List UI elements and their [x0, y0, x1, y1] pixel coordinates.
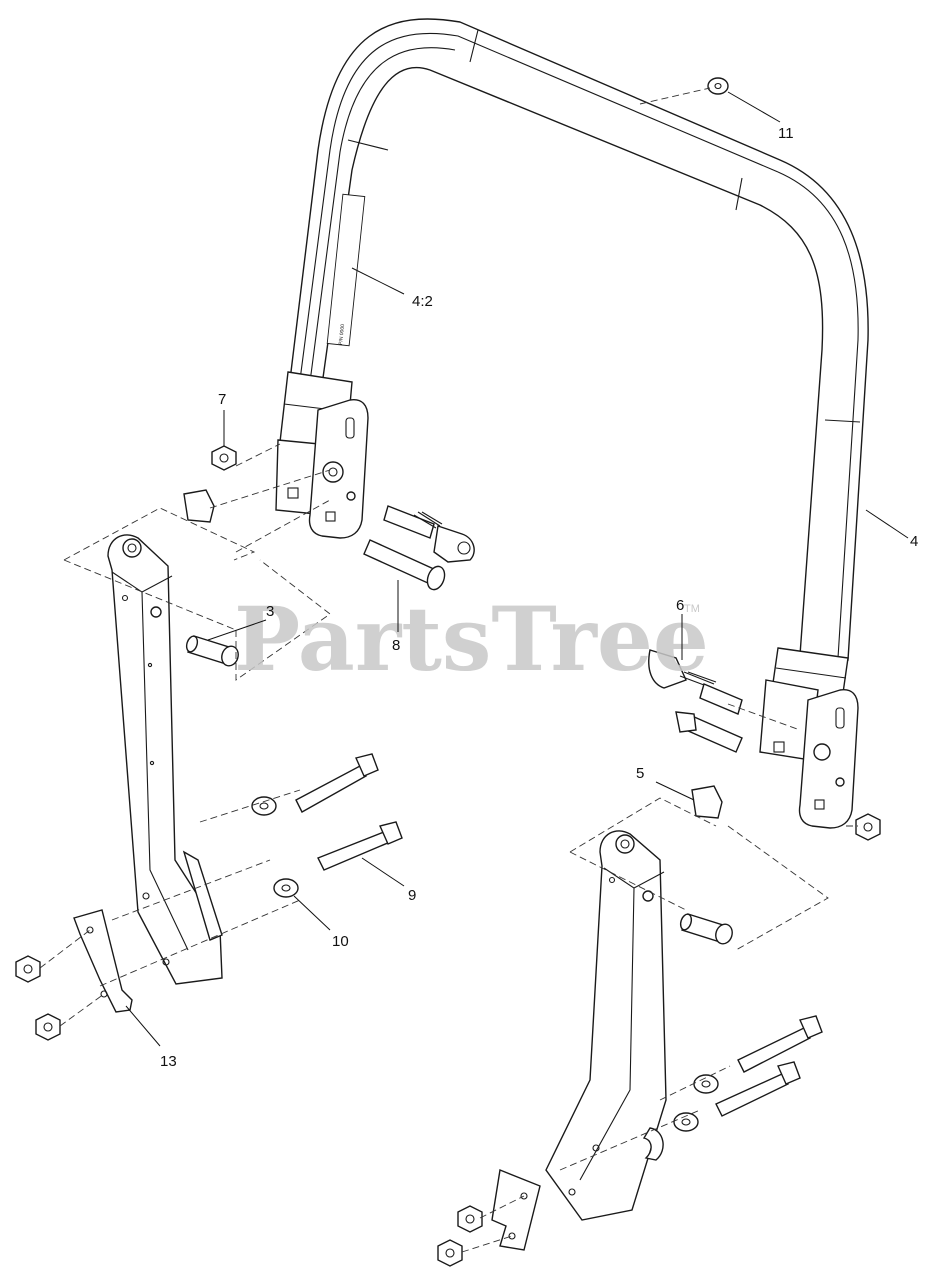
pin-right-bolt [675, 711, 743, 753]
pin-left-spring [383, 505, 475, 563]
callouts: 11 4:2 7 4 3 8 6 5 9 10 13 [160, 125, 918, 1070]
left-upright [107, 534, 223, 985]
bracket-left [73, 909, 133, 1013]
nuts [15, 445, 881, 1267]
bracket-right [491, 1169, 541, 1251]
knobs [183, 489, 723, 819]
callout-8: 8 [392, 637, 400, 654]
callout-5: 5 [636, 765, 644, 782]
callout-3: 3 [266, 603, 274, 620]
washers [251, 77, 729, 1132]
callout-10: 10 [332, 933, 349, 950]
bolts-right [715, 1015, 823, 1117]
assembly-lines [39, 87, 858, 1253]
decal-text: P/N 0000 [338, 324, 346, 346]
callout-7: 7 [218, 391, 226, 408]
roll-bar-hoop: P/N 0000 [275, 18, 869, 829]
right-upright [545, 830, 667, 1221]
watermark-trademark: TM [684, 603, 700, 615]
callout-4-2: 4:2 [412, 293, 433, 310]
pin-right-spring [648, 649, 743, 715]
watermark: PartsTree TM [234, 587, 709, 691]
callout-11: 11 [778, 125, 794, 142]
callout-4: 4 [910, 533, 918, 550]
leader-lines [125, 91, 909, 1047]
callout-9: 9 [408, 887, 416, 904]
callout-13: 13 [160, 1053, 177, 1070]
decal [326, 193, 366, 347]
spacer-right [679, 913, 733, 945]
pin-left-clevis [363, 539, 446, 591]
watermark-text: PartsTree [234, 587, 709, 691]
callout-6: 6 [676, 597, 684, 614]
bolts-left [295, 753, 403, 871]
spacer-left [185, 635, 239, 667]
